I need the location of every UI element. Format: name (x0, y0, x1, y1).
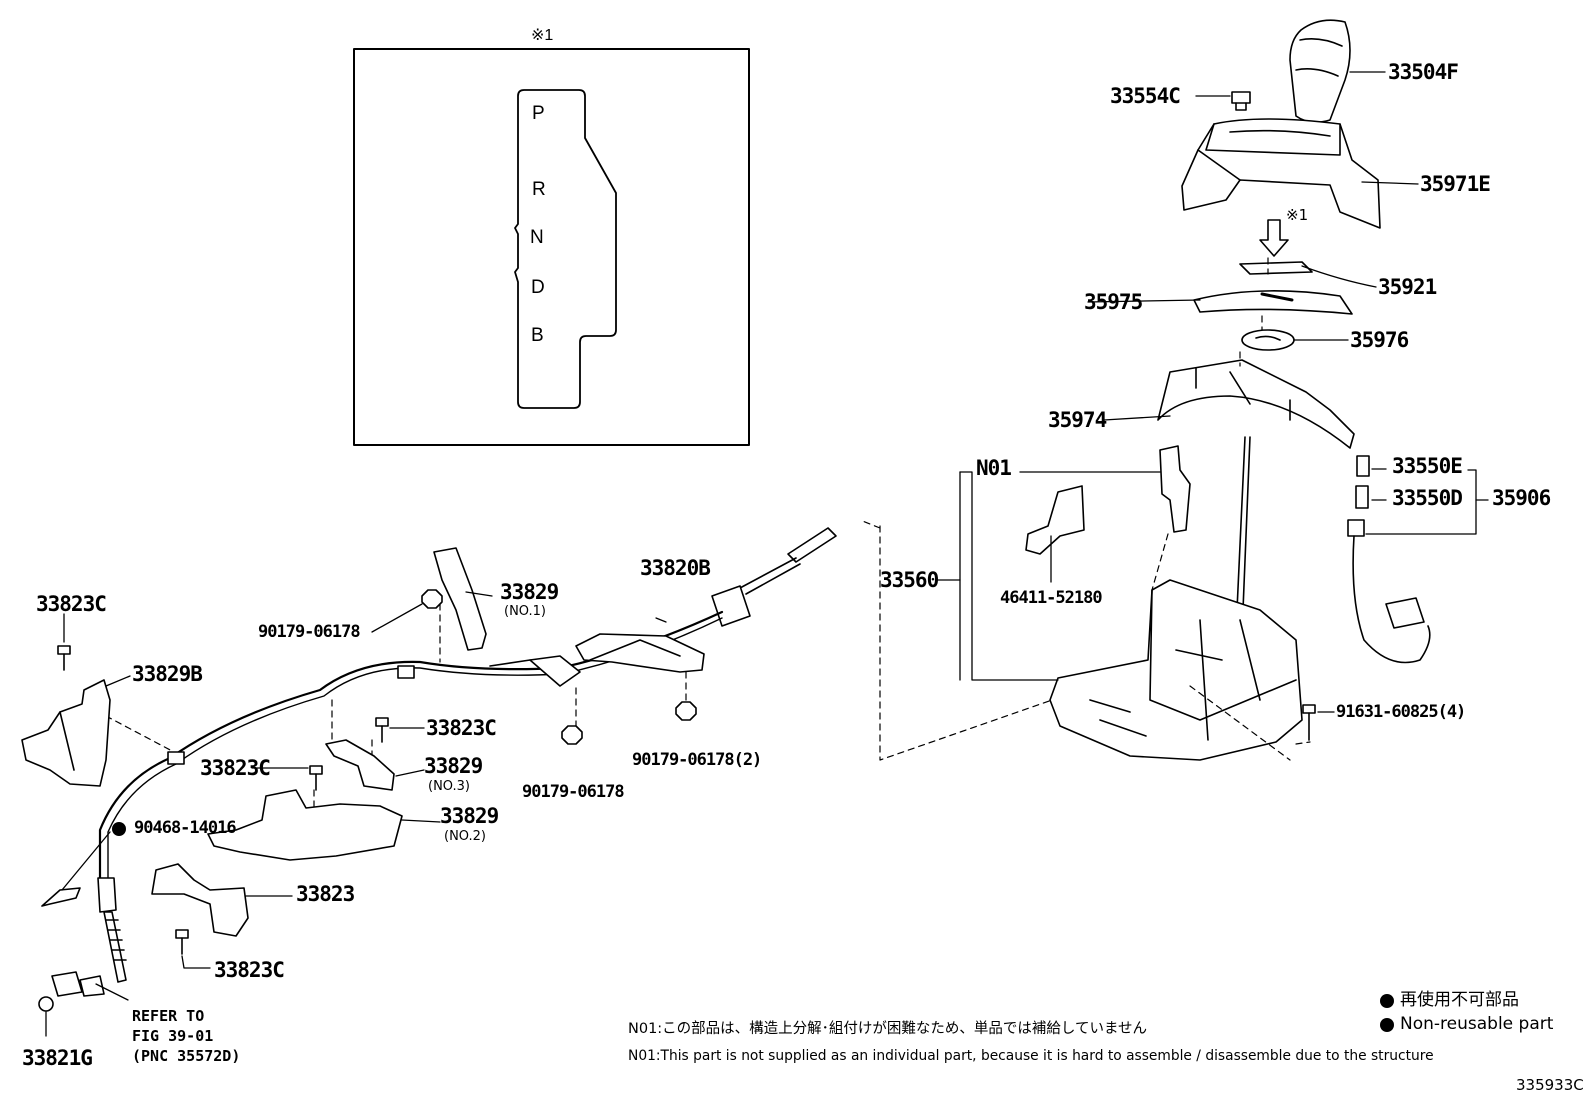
refer-line-2: FIG 39-01 (132, 1027, 214, 1045)
part-label-n01: N01 (976, 456, 1012, 480)
part-label-33823C-a: 33823C (36, 592, 107, 616)
part-label-35974: 35974 (1048, 408, 1107, 432)
part-label-90468-14016: 90468-14016 (134, 818, 237, 838)
inset-mark: ※1 (531, 27, 554, 44)
part-sublabel-no1: (NO.1) (504, 604, 546, 619)
shift-gate-inset (353, 48, 750, 446)
legend-jp: 再使用不可部品 (1380, 992, 1519, 1009)
part-label-90179-06178-2: 90179-06178(2) (632, 750, 762, 770)
non-reusable-bullet (112, 822, 126, 836)
part-label-33504F: 33504F (1388, 60, 1459, 84)
legend-en-text: Non-reusable part (1400, 1014, 1554, 1034)
note-jp: N01:この部品は、構造上分解･組付けが困難なため、単品では補給していません (628, 1021, 1148, 1037)
part-label-46411-52180: 46411-52180 (1000, 588, 1103, 608)
leader-lines-right (937, 71, 1489, 713)
part-sublabel-no2: (NO.2) (444, 829, 486, 844)
leader-lines-left (45, 591, 667, 1037)
part-label-33823: 33823 (296, 882, 355, 906)
part-label-35975: 35975 (1084, 290, 1143, 314)
gate-label-r: R (532, 179, 546, 200)
part-label-33823C-c: 33823C (200, 756, 271, 780)
note-en: N01:This part is not supplied as an indi… (628, 1048, 1434, 1064)
legend-dot-icon (1380, 1017, 1394, 1032)
shift-knob-assembly (1025, 19, 1431, 761)
part-label-33829B: 33829B (132, 662, 203, 686)
part-label-33823C-d: 33823C (214, 958, 285, 982)
legend-dot-icon (1380, 993, 1394, 1008)
refer-line-1: REFER TO (132, 1007, 205, 1025)
gate-label-d: D (531, 277, 545, 298)
legend-en: Non-reusable part (1380, 1016, 1553, 1033)
refer-line-3: (PNC 35572D) (132, 1047, 241, 1065)
part-label-35921: 35921 (1378, 275, 1437, 299)
part-label-35906: 35906 (1492, 486, 1551, 510)
figure-id: 335933C (1516, 1076, 1584, 1094)
part-label-33560: 33560 (880, 568, 939, 592)
gate-label-b: B (531, 325, 544, 346)
part-label-33554C: 33554C (1110, 84, 1181, 108)
legend-jp-text: 再使用不可部品 (1400, 990, 1519, 1010)
shift-cable-assembly (21, 527, 837, 1012)
part-label-35971E: 35971E (1420, 172, 1491, 196)
part-label-33823C-b: 33823C (426, 716, 497, 740)
part-label-33829-no3: 33829 (424, 754, 483, 778)
part-label-90179-06178-b: 90179-06178 (522, 782, 625, 802)
part-label-91631-60825: 91631-60825(4) (1336, 702, 1466, 722)
part-label-90179-06178-a: 90179-06178 (258, 622, 361, 642)
part-label-33829-no1: 33829 (500, 580, 559, 604)
part-label-33550E: 33550E (1392, 454, 1463, 478)
part-label-33550D: 33550D (1392, 486, 1463, 510)
arrow-mark: ※1 (1286, 206, 1309, 224)
part-label-35976: 35976 (1350, 328, 1409, 352)
gate-label-p: P (532, 103, 545, 124)
part-label-33821G: 33821G (22, 1046, 93, 1070)
part-sublabel-no3: (NO.3) (428, 779, 470, 794)
part-label-33820B: 33820B (640, 556, 711, 580)
gate-label-n: N (530, 227, 544, 248)
part-label-33829-no2: 33829 (440, 804, 499, 828)
refer-note: REFER TO FIG 39-01 (PNC 35572D) (132, 1006, 240, 1066)
